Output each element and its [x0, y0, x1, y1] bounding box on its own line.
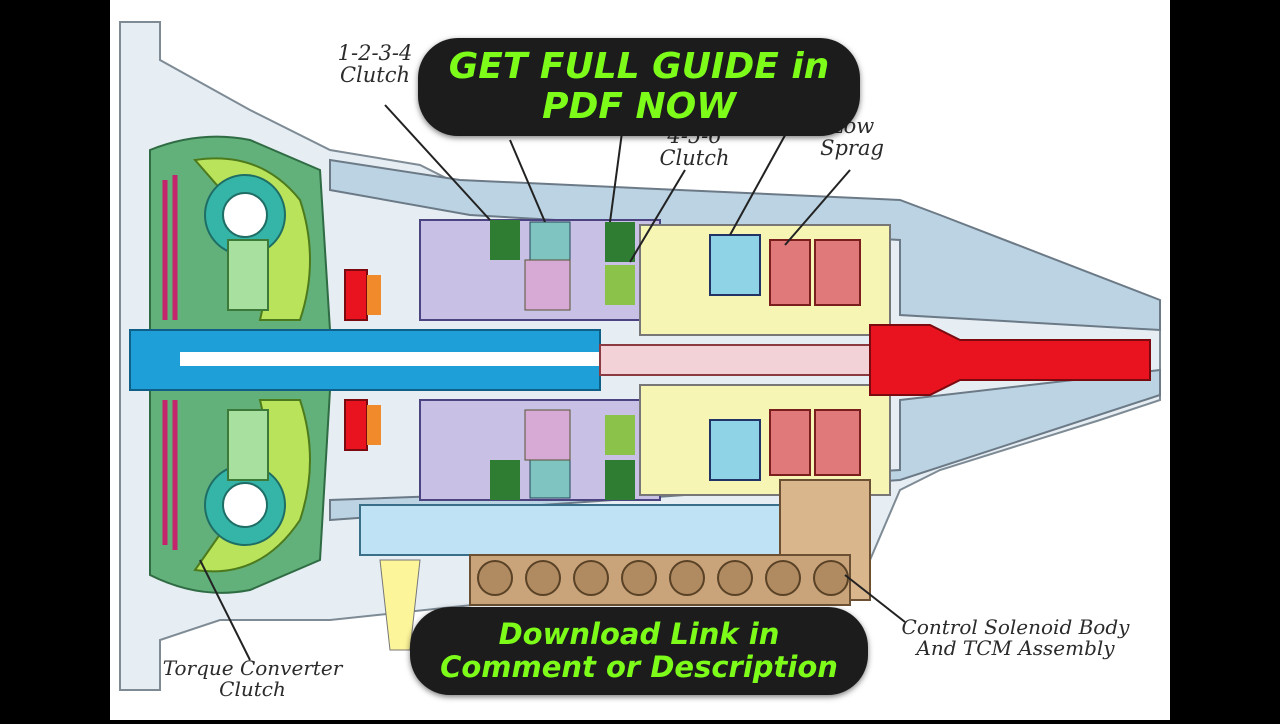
pump-orange-lower: [367, 405, 381, 445]
label-torque-converter-clutch: Torque Converter Clutch: [155, 658, 350, 700]
pump-red-upper: [344, 269, 368, 321]
valve-body: [359, 504, 841, 556]
promo-banner-bottom[interactable]: Download Link in Comment or Description: [410, 607, 868, 695]
torque-converter: [149, 135, 332, 594]
promo-banner-top[interactable]: GET FULL GUIDE in PDF NOW: [418, 38, 860, 136]
label-1234-line2: Clutch: [339, 63, 411, 88]
input-shaft-bore: [180, 352, 600, 366]
label-tcc-line2: Clutch: [219, 677, 286, 701]
label-456-line2: Clutch: [659, 146, 730, 171]
label-tcc-line1: Torque Converter: [162, 656, 343, 680]
label-control-solenoid: Control Solenoid Body And TCM Assembly: [893, 617, 1138, 659]
main-shaft: [599, 344, 921, 376]
output-shaft: [869, 324, 1151, 396]
planetary-lower: [639, 384, 891, 496]
label-solenoid-line2: And TCM Assembly: [916, 636, 1115, 660]
planetary-upper: [639, 224, 891, 336]
label-1234-line1: 1-2-3-4: [337, 41, 413, 65]
clutch-packs-upper: [419, 219, 661, 321]
banner-bottom-line1: Download Link in: [498, 616, 780, 651]
banner-top-line1: GET FULL GUIDE in: [448, 46, 830, 88]
label-1234-clutch: 1-2-3-4 Clutch: [330, 42, 420, 86]
banner-top-line2: PDF NOW: [542, 86, 736, 127]
solenoid-cylinders: [477, 560, 849, 596]
clutch-packs-lower: [419, 399, 661, 501]
banner-bottom-line2: Comment or Description: [440, 650, 838, 684]
pump-red-lower: [344, 399, 368, 451]
label-low-line2: Sprag: [820, 136, 884, 161]
pump-orange-upper: [367, 275, 381, 315]
label-solenoid-line1: Control Solenoid Body: [901, 615, 1130, 639]
